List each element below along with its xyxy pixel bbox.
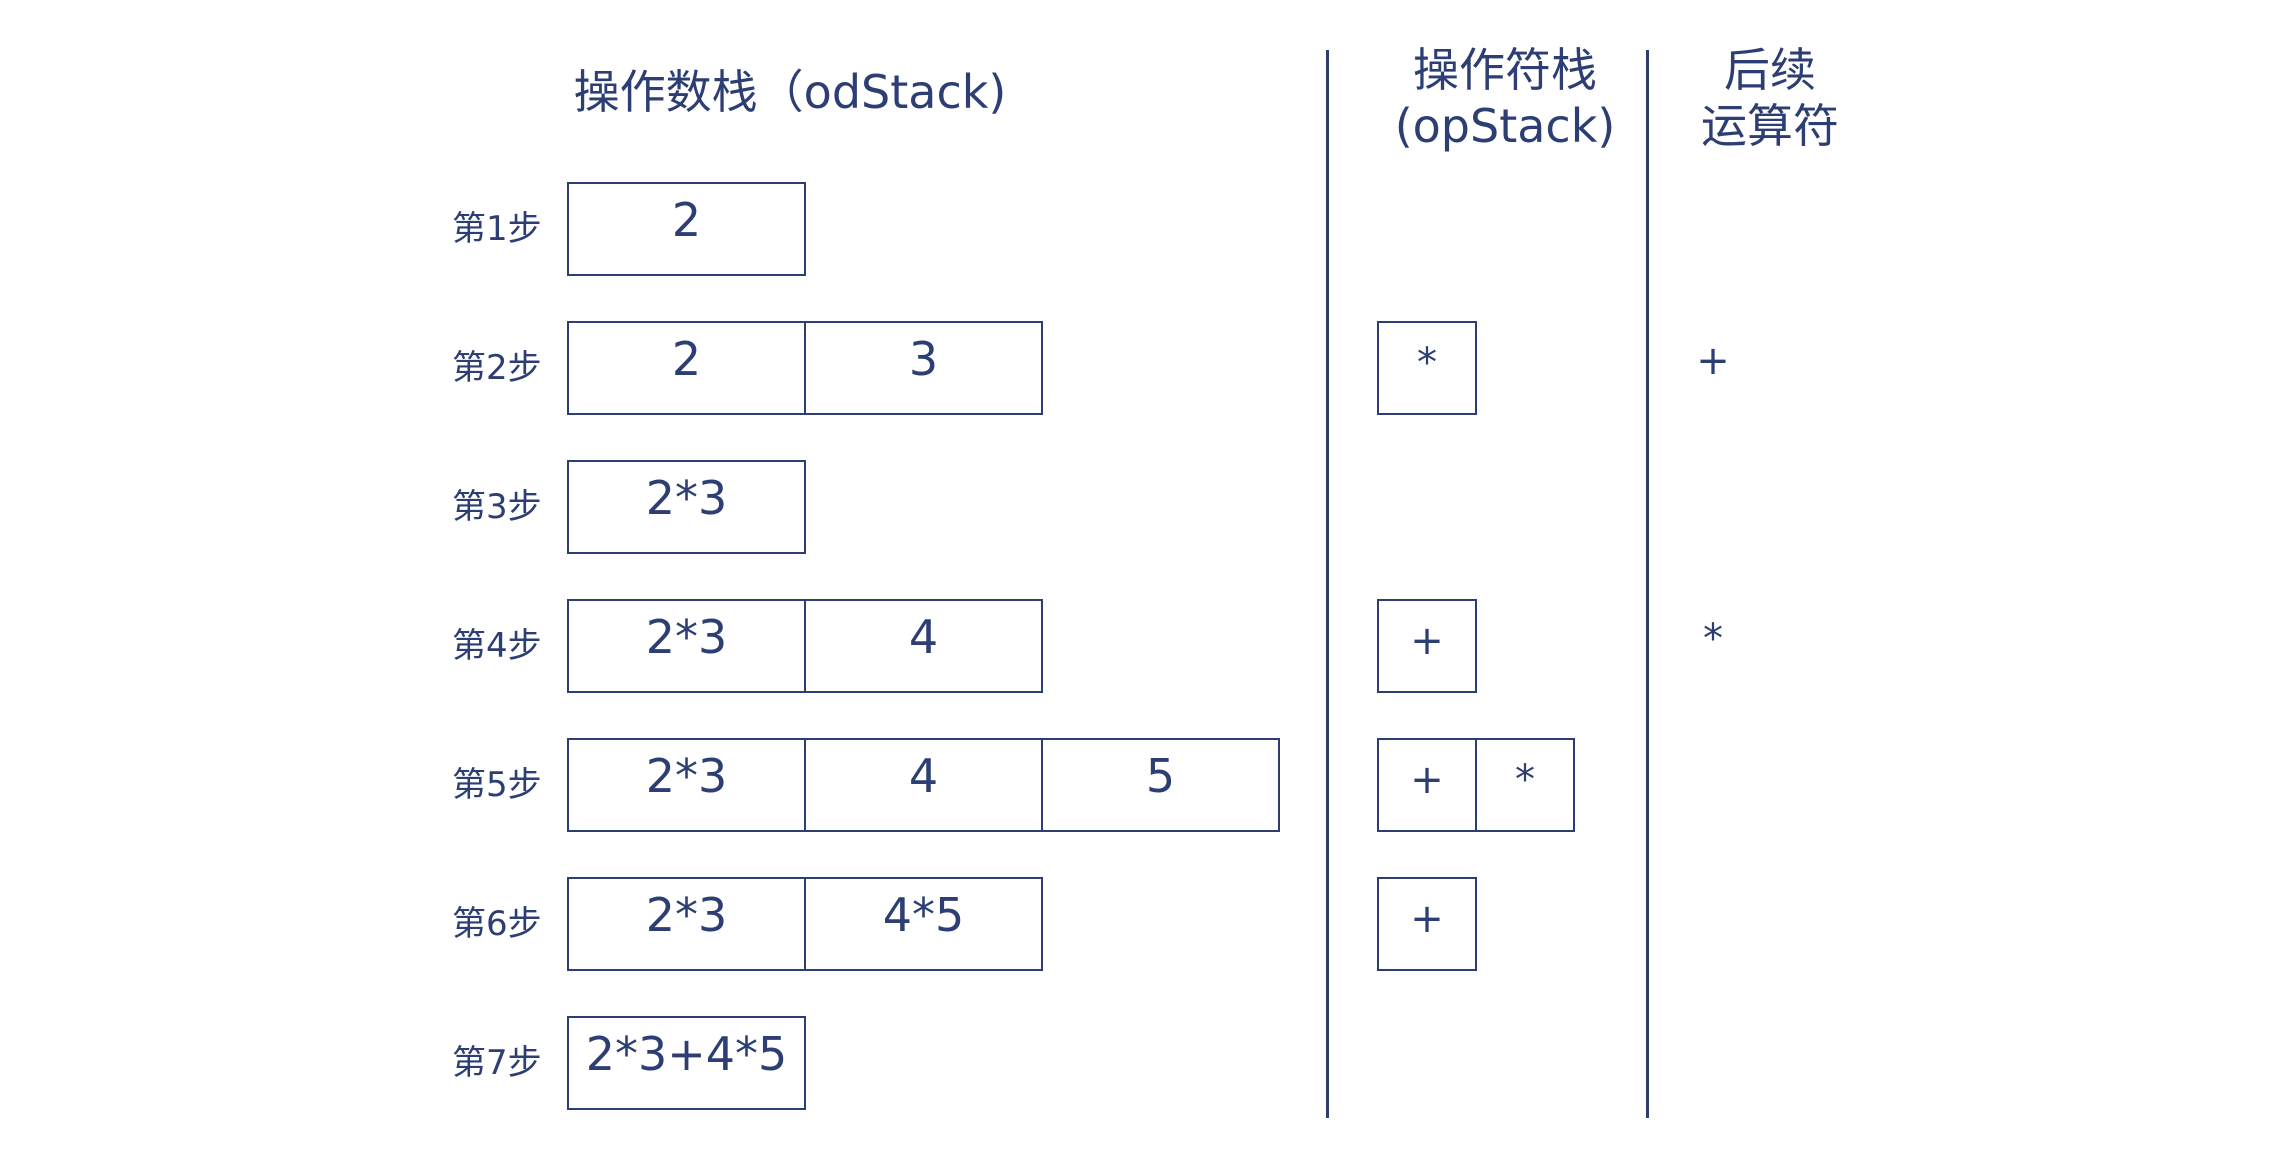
opstack-header-line2: (opStack)	[1394, 99, 1616, 153]
future-header-line2: 运算符	[1701, 99, 1839, 153]
operand-cell: 4	[804, 738, 1043, 832]
operand-cell: 4*5	[804, 877, 1043, 971]
next-operator: +	[1696, 338, 1730, 384]
operand-cell: 2	[567, 182, 806, 276]
operand-cell: 2*3	[567, 738, 806, 832]
divider-left	[1326, 50, 1329, 1118]
operand-cell: 5	[1041, 738, 1280, 832]
opstack-header-line1: 操作符栈	[1413, 43, 1597, 97]
operand-cell: 2*3	[567, 877, 806, 971]
step-label: 第3步	[452, 487, 542, 527]
step-label: 第6步	[452, 904, 542, 944]
next-operator: *	[1703, 616, 1723, 662]
operand-cell: 2*3	[567, 599, 806, 693]
odstack-header: 操作数栈（odStack)	[570, 64, 1010, 120]
operand-cell: 2*3	[567, 460, 806, 554]
odstack-header-text: 操作数栈（odStack)	[573, 65, 1007, 119]
opstack-header: 操作符栈 (opStack)	[1390, 42, 1620, 154]
step-label: 第7步	[452, 1043, 542, 1083]
operand-cell: 2*3+4*5	[567, 1016, 806, 1110]
operator-cell: +	[1377, 599, 1477, 693]
divider-right	[1646, 50, 1649, 1118]
operand-cell: 3	[804, 321, 1043, 415]
future-header-line1: 后续	[1724, 43, 1816, 97]
step-label: 第4步	[452, 626, 542, 666]
future-operator-header: 后续 运算符	[1685, 42, 1855, 154]
operator-cell: *	[1475, 738, 1575, 832]
step-label: 第1步	[452, 209, 542, 249]
step-label: 第5步	[452, 765, 542, 805]
operand-cell: 4	[804, 599, 1043, 693]
operand-cell: 2	[567, 321, 806, 415]
operator-cell: *	[1377, 321, 1477, 415]
operator-cell: +	[1377, 877, 1477, 971]
operator-cell: +	[1377, 738, 1477, 832]
step-label: 第2步	[452, 348, 542, 388]
